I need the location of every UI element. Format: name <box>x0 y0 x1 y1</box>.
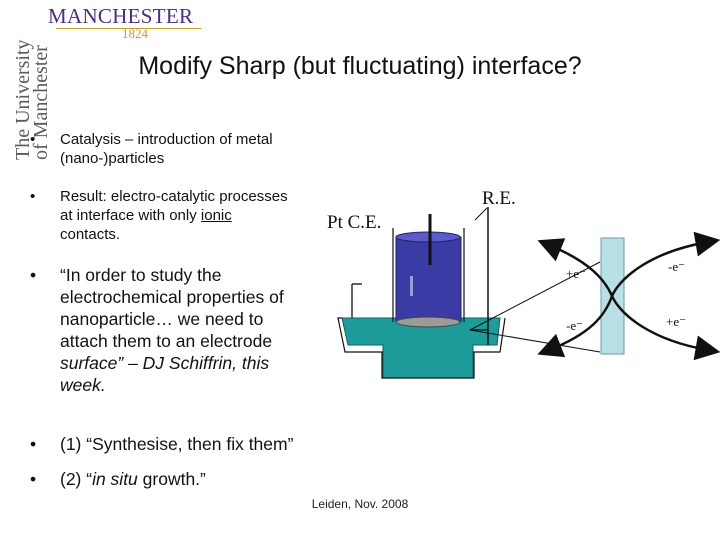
re-label: R.E. <box>482 188 516 209</box>
bullet-marker: • <box>30 131 36 148</box>
bullet-line: week. <box>60 375 106 395</box>
bullet-line: “In order to study the <box>60 265 222 285</box>
bullet-marker: • <box>30 469 37 489</box>
bullet-line: (1) “Synthesise, then fix them” <box>60 434 294 454</box>
logo-rule <box>56 28 201 29</box>
university-logo <box>44 2 214 46</box>
underlined-word: ionic <box>200 207 232 224</box>
flux-label-left-top: +e⁻ <box>566 266 586 281</box>
italic-text: in situ <box>92 469 138 489</box>
text-run: (2) “ <box>60 469 93 489</box>
slide-footer: Leiden, Nov. 2008 <box>311 497 409 511</box>
bullet-line: surface” – DJ Schiffrin, this <box>60 353 270 373</box>
ce-label: Pt C.E. <box>327 212 381 233</box>
bullet-line: nanoparticle… we need to <box>60 309 264 329</box>
logo-year: 1824 <box>122 26 148 41</box>
bullet-line: electrochemical properties of <box>60 287 284 307</box>
bullet-line: (nano-)particles <box>60 150 165 167</box>
re-pointer-line <box>474 207 488 221</box>
bullet-line: Result: electro-catalytic processes <box>60 188 288 205</box>
bullet-marker: • <box>30 188 36 205</box>
bullet-line: Catalysis – introduction of metal <box>60 131 273 148</box>
bullet-line: attach them to an electrode <box>60 331 273 351</box>
bullet-marker: • <box>30 434 37 454</box>
outer-cell <box>337 317 506 379</box>
slide-title: Modify Sharp (but fluctuating) interface… <box>138 52 582 80</box>
text-run: growth.” <box>137 469 206 489</box>
bullet-line: contacts. <box>60 226 121 243</box>
flux-label-right-bottom: +e⁻ <box>666 314 686 329</box>
flux-label-left-bottom: -e⁻ <box>566 318 583 333</box>
bullet-marker: • <box>30 265 37 285</box>
flux-label-right-top: -e⁻ <box>668 259 685 274</box>
electrode-wires <box>351 207 489 345</box>
electron-flux-curve-2 <box>537 231 720 358</box>
bullet-line: at interface with only <box>60 207 201 224</box>
logo-wordmark: MANCHESTER <box>48 4 194 28</box>
